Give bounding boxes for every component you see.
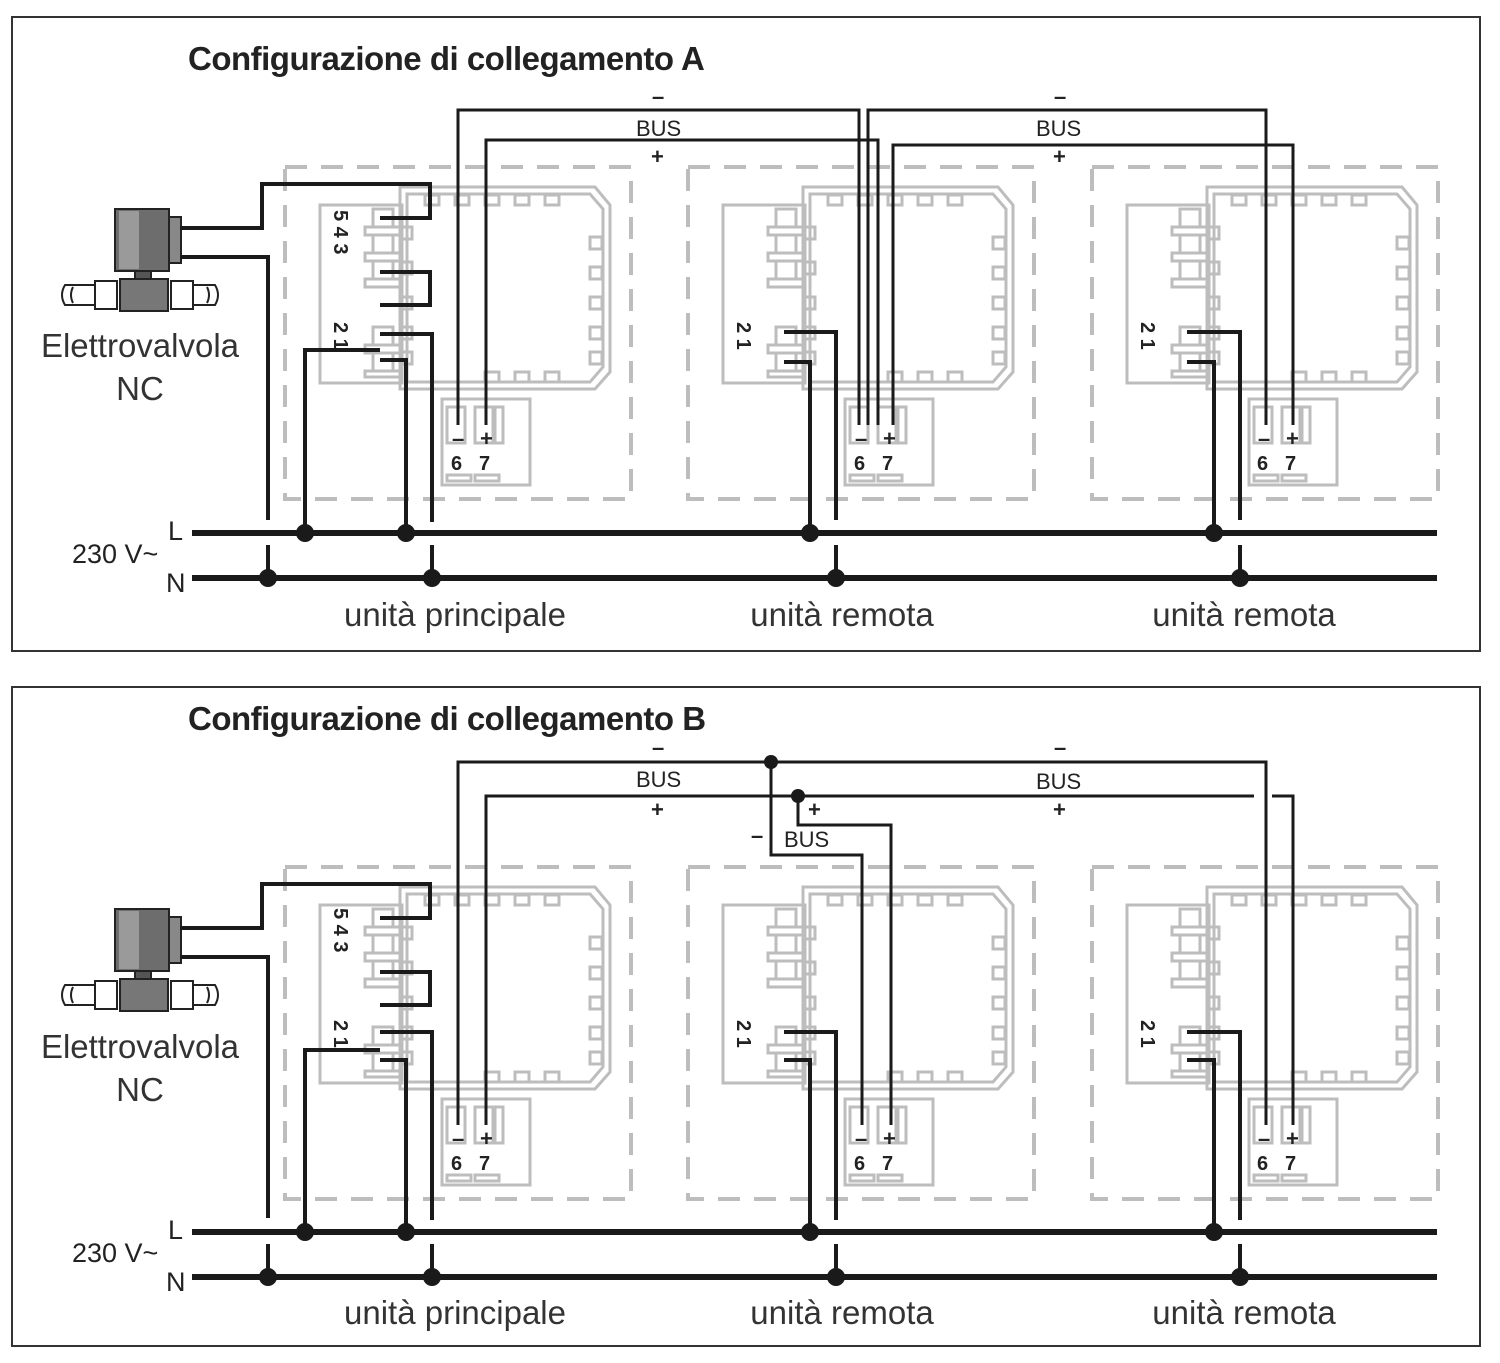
bus-wiring bbox=[456, 108, 1295, 425]
line-n-label: N bbox=[166, 568, 186, 598]
line-n-label: N bbox=[166, 1267, 186, 1297]
terminal-21-label: 2 1 bbox=[1136, 322, 1158, 350]
unit-label-principale: unità principale bbox=[344, 1294, 566, 1331]
unit-label-remota: unità remota bbox=[1152, 596, 1336, 633]
bus-label: BUS bbox=[784, 827, 829, 852]
bus-terminal-principale: – + 6 7 bbox=[451, 426, 493, 475]
svg-text:6: 6 bbox=[854, 453, 865, 475]
terminal-21-label: 2 1 bbox=[329, 322, 351, 350]
svg-text:7: 7 bbox=[1285, 1153, 1296, 1175]
terminal-21-label: 2 1 bbox=[732, 1020, 754, 1048]
svg-text:+: + bbox=[480, 426, 493, 451]
bus-minus-sign: – bbox=[1054, 735, 1066, 760]
valve-label: Elettrovalvola bbox=[41, 327, 240, 364]
valve-type-label: NC bbox=[116, 370, 164, 407]
bus-terminal-remota-2: – + 6 7 bbox=[1257, 1126, 1299, 1175]
bus-plus-sign: + bbox=[1053, 144, 1066, 169]
valve-wiring bbox=[180, 182, 434, 578]
svg-text:+: + bbox=[1286, 1126, 1299, 1151]
mains-lines bbox=[192, 524, 1437, 587]
terminal-21-label: 2 1 bbox=[329, 1020, 351, 1048]
unit-label-principale: unità principale bbox=[344, 596, 566, 633]
svg-text:6: 6 bbox=[451, 1153, 462, 1175]
solenoid-valve-icon bbox=[61, 208, 219, 312]
panel-frame bbox=[11, 686, 1481, 1347]
bus-terminal-principale: – + 6 7 bbox=[451, 1126, 493, 1175]
remote-power-wiring bbox=[784, 330, 1242, 578]
unit-label-remota: unità remota bbox=[1152, 1294, 1336, 1331]
bus-minus-sign: – bbox=[652, 84, 664, 109]
bus-terminal-remota-1: – + 6 7 bbox=[854, 426, 896, 475]
svg-text:–: – bbox=[452, 1126, 464, 1151]
bus-label: BUS bbox=[636, 767, 681, 792]
bus-plus-sign: + bbox=[651, 797, 664, 822]
panel-a: Configurazione di collegamento A Elettro… bbox=[11, 16, 1481, 652]
terminal-21-label: 2 1 bbox=[732, 322, 754, 350]
svg-text:+: + bbox=[480, 1126, 493, 1151]
bus-label: BUS bbox=[636, 116, 681, 141]
svg-text:7: 7 bbox=[1285, 453, 1296, 475]
svg-text:6: 6 bbox=[1257, 1153, 1268, 1175]
unit-label-remota: unità remota bbox=[750, 596, 934, 633]
bus-wiring bbox=[456, 755, 1295, 1125]
bus-label: BUS bbox=[1036, 769, 1081, 794]
bus-minus-sign: – bbox=[1054, 84, 1066, 109]
svg-text:7: 7 bbox=[479, 453, 490, 475]
svg-text:–: – bbox=[855, 1126, 867, 1151]
svg-text:–: – bbox=[1258, 1126, 1270, 1151]
bus-label: BUS bbox=[1036, 116, 1081, 141]
svg-text:–: – bbox=[855, 426, 867, 451]
bus-minus-sign: – bbox=[652, 735, 664, 760]
voltage-label: 230 V~ bbox=[72, 539, 158, 569]
svg-text:+: + bbox=[1286, 426, 1299, 451]
svg-text:7: 7 bbox=[882, 1153, 893, 1175]
svg-text:+: + bbox=[883, 426, 896, 451]
bus-terminal-remota-1: – + 6 7 bbox=[854, 1126, 896, 1175]
panel-title: Configurazione di collegamento A bbox=[188, 40, 704, 77]
svg-text:6: 6 bbox=[451, 453, 462, 475]
bus-minus-sign: – bbox=[751, 823, 763, 848]
svg-text:–: – bbox=[1258, 426, 1270, 451]
panel-b: Configurazione di collegamento B Elettro… bbox=[11, 686, 1481, 1347]
valve-label: Elettrovalvola bbox=[41, 1028, 240, 1065]
svg-text:6: 6 bbox=[854, 1153, 865, 1175]
line-l-label: L bbox=[168, 1215, 183, 1245]
panel-frame bbox=[11, 16, 1481, 652]
mains-lines bbox=[192, 1223, 1437, 1286]
valve-wiring bbox=[180, 882, 434, 1277]
bus-plus-sign: + bbox=[651, 144, 664, 169]
line-l-label: L bbox=[168, 516, 183, 546]
terminal-21-label: 2 1 bbox=[1136, 1020, 1158, 1048]
bus-terminal-remota-2: – + 6 7 bbox=[1257, 426, 1299, 475]
voltage-label: 230 V~ bbox=[72, 1238, 158, 1268]
bus-plus-sign: + bbox=[1053, 797, 1066, 822]
unit-label-remota: unità remota bbox=[750, 1294, 934, 1331]
bus-plus-sign: + bbox=[808, 797, 821, 822]
terminal-543-label: 5 4 3 bbox=[329, 210, 351, 254]
terminal-543-label: 5 4 3 bbox=[329, 908, 351, 952]
solenoid-valve-icon bbox=[61, 908, 219, 1012]
svg-text:–: – bbox=[452, 426, 464, 451]
svg-text:6: 6 bbox=[1257, 453, 1268, 475]
valve-type-label: NC bbox=[116, 1071, 164, 1108]
panel-title: Configurazione di collegamento B bbox=[188, 700, 706, 737]
svg-text:+: + bbox=[883, 1126, 896, 1151]
svg-text:7: 7 bbox=[882, 453, 893, 475]
svg-text:7: 7 bbox=[479, 1153, 490, 1175]
